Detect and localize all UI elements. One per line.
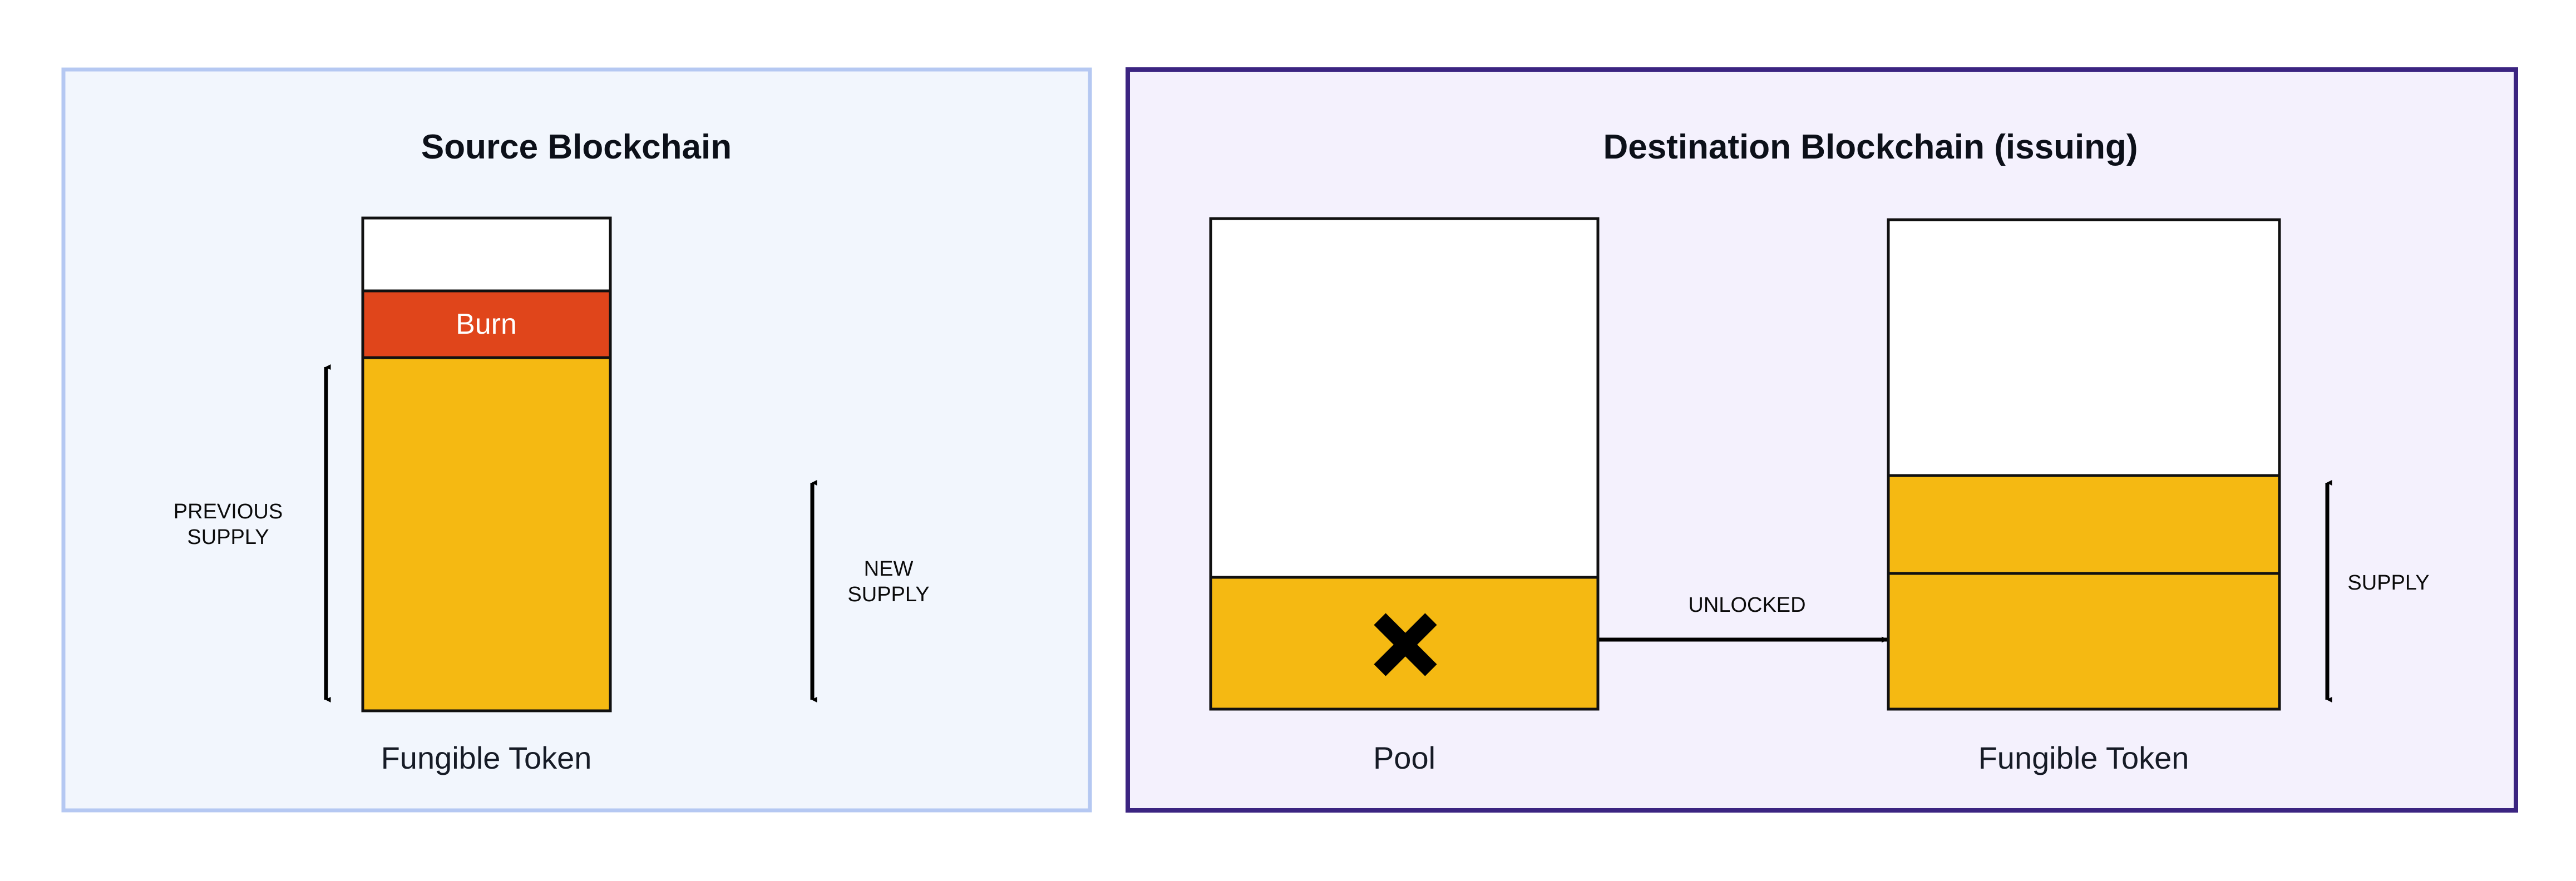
unlocked-flow-label: UNLOCKED	[1688, 593, 1805, 617]
source-blockchain-panel: Source Blockchain Burn Fungible Token PR…	[61, 67, 1092, 813]
source-token-caption: Fungible Token	[381, 740, 592, 775]
dest-token-segment-newly-unlocked	[1887, 474, 2281, 575]
destination-supply-measure: SUPPLY	[2325, 480, 2430, 702]
source-token-segment-empty	[361, 216, 612, 293]
previous-supply-label-line2: SUPPLY	[187, 526, 269, 549]
dest-token-caption: Fungible Token	[1978, 740, 2189, 775]
destination-pool-box	[1209, 217, 1600, 711]
new-supply-measure: NEW SUPPLY	[810, 480, 930, 702]
new-supply-label-line1: NEW	[864, 557, 914, 581]
previous-supply-measure: PREVIOUS SUPPLY	[174, 364, 331, 702]
dest-token-segment-existing	[1887, 572, 2281, 711]
dest-token-segment-empty	[1887, 218, 2281, 477]
unlocked-flow: UNLOCKED	[1599, 593, 1888, 643]
source-panel-title: Source Blockchain	[421, 128, 732, 166]
destination-fungible-token-box	[1887, 218, 2281, 711]
previous-supply-label-line1: PREVIOUS	[174, 500, 283, 523]
new-supply-label-line2: SUPPLY	[847, 583, 929, 606]
supply-label: SUPPLY	[2347, 571, 2429, 595]
pool-segment-empty	[1209, 217, 1600, 579]
source-fungible-token-box: Burn	[361, 216, 612, 712]
pool-caption: Pool	[1373, 740, 1435, 775]
destination-blockchain-panel: Destination Blockchain (issuing) Pool UN…	[1126, 67, 2518, 813]
source-token-segment-remaining	[361, 356, 612, 712]
source-token-segment-burn	[361, 289, 612, 359]
destination-panel-title: Destination Blockchain (issuing)	[1603, 128, 2138, 166]
source-burn-label: Burn	[456, 308, 517, 340]
x-mark-icon	[1374, 613, 1437, 676]
